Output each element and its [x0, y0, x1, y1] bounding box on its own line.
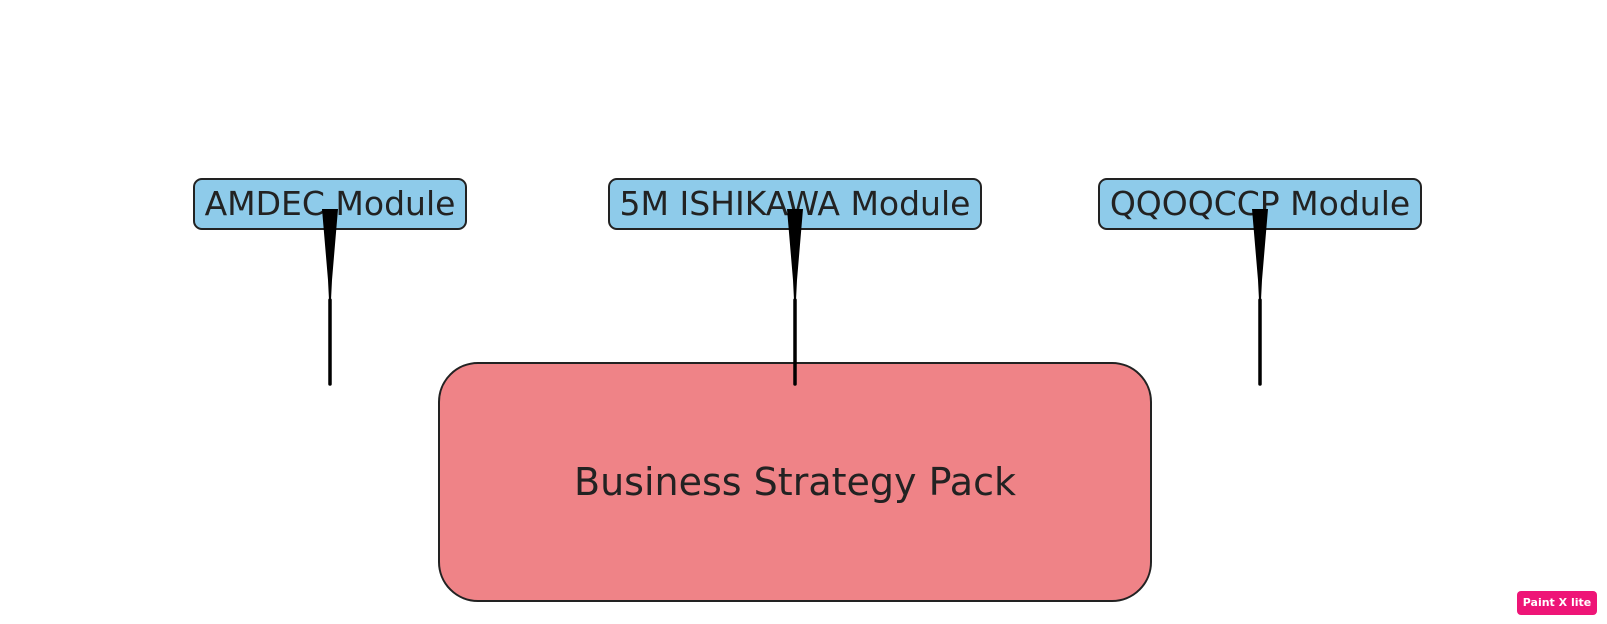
paint-x-lite-watermark: Paint X lite — [1517, 591, 1597, 615]
amdec-module-box: AMDEC Module — [193, 178, 467, 230]
arrow-qqoqccp — [1252, 209, 1268, 386]
arrow-amdec — [322, 209, 338, 386]
amdec-module-label: AMDEC Module — [204, 184, 456, 223]
qqoqccp-module-label: QQOQCCP Module — [1109, 184, 1411, 223]
business-strategy-pack-box: Business Strategy Pack — [438, 362, 1152, 602]
ishikawa-module-box: 5M ISHIKAWA Module — [608, 178, 982, 230]
arrow-ishikawa — [787, 209, 803, 386]
ishikawa-module-label: 5M ISHIKAWA Module — [619, 184, 971, 223]
business-strategy-pack-label: Business Strategy Pack — [574, 460, 1016, 504]
qqoqccp-module-box: QQOQCCP Module — [1098, 178, 1422, 230]
watermark-label: Paint X lite — [1522, 596, 1592, 609]
